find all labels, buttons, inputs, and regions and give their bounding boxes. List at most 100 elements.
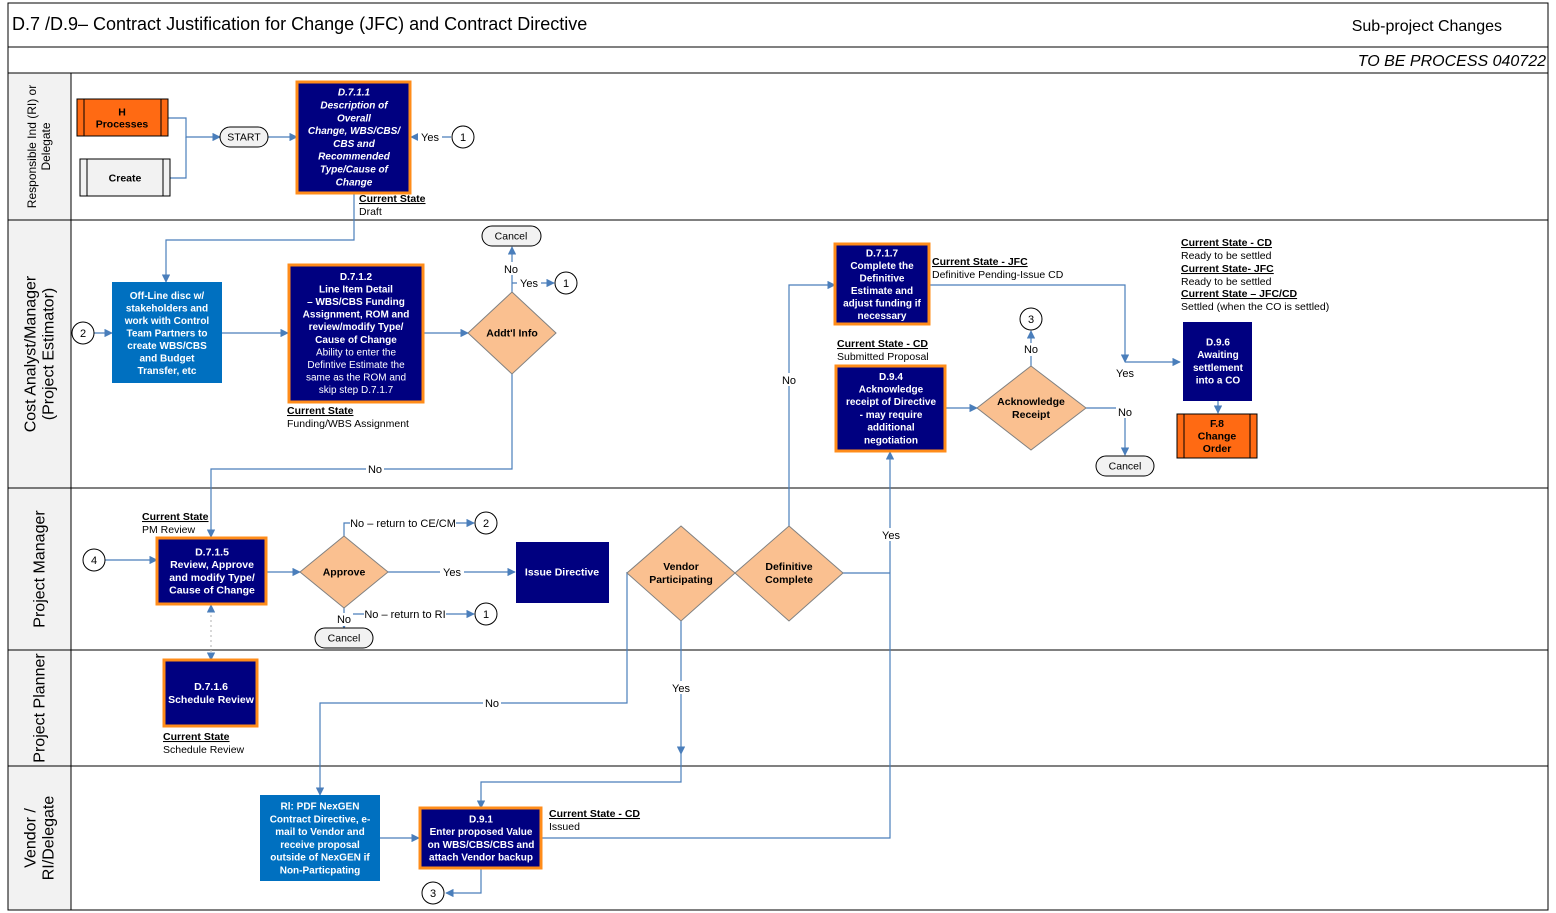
lane-ri-label: Responsible Ind (RI) orDelegate — [25, 85, 53, 208]
edge-label: Yes — [421, 132, 439, 144]
label-line: Definitive — [859, 273, 904, 284]
offline-disc-box[interactable] — [112, 282, 222, 383]
step-d94-box[interactable] — [834, 364, 947, 453]
state-value: Schedule Review — [163, 744, 245, 756]
state-value: Ready to be settled — [1181, 276, 1272, 288]
issue-directive-box[interactable] — [516, 542, 609, 603]
label-line: Transfer, etc — [138, 366, 197, 377]
create-node[interactable] — [79, 158, 171, 197]
state-value: Draft — [359, 206, 382, 218]
acknowledge-receipt-decision[interactable] — [976, 365, 1087, 451]
label-line: Cancel — [328, 633, 361, 645]
lane-label-line: RI/Delegate — [41, 796, 58, 881]
connector-circle[interactable] — [554, 271, 578, 295]
connector-number: 1 — [563, 278, 569, 290]
start-terminator[interactable] — [219, 126, 269, 148]
label-line: Defintive Estimate the — [307, 360, 405, 371]
edge-label: No — [485, 698, 499, 710]
h-processes-node[interactable] — [76, 98, 169, 137]
vendor-participating-decision[interactable] — [626, 525, 736, 622]
label-line: outside of NexGEN if — [270, 853, 370, 864]
connector-number: 1 — [460, 132, 466, 144]
rl-pdf-box[interactable] — [260, 795, 380, 881]
step-d96-box[interactable] — [1183, 322, 1252, 401]
state-annotations: Current State Draft Current State Fundin… — [142, 193, 1329, 833]
state-value: Settled (when the CO is settled) — [1181, 301, 1329, 313]
lane-label-line: Cost Analyst/Manager — [23, 275, 40, 432]
label-line: settlement — [1193, 363, 1244, 374]
state-value: PM Review — [142, 524, 196, 536]
lane-label-line: Delegate — [39, 122, 53, 170]
label-line: and Budget — [140, 354, 196, 365]
label-line: D.7.1.2 — [340, 272, 373, 283]
connector-circle[interactable] — [82, 548, 106, 572]
lane-label-line: Project Manager — [32, 510, 49, 628]
label-line: Review, Approve — [170, 559, 254, 571]
label-line: Ability to enter the — [316, 347, 396, 358]
state-title: Current State - CD — [1181, 237, 1272, 249]
label-line: Awaiting — [1197, 350, 1238, 361]
connector-circle[interactable] — [71, 321, 95, 345]
connector-circle[interactable] — [474, 511, 498, 535]
label-line: Processes — [96, 119, 149, 131]
cancel-terminator[interactable] — [1095, 455, 1155, 477]
step-d711-box[interactable] — [295, 80, 412, 195]
connector-circle[interactable] — [1019, 307, 1043, 331]
step-d712-box[interactable] — [287, 263, 425, 404]
connector-number: 2 — [483, 518, 489, 530]
step-d91-box[interactable] — [418, 806, 543, 870]
title-bar — [7, 2, 1549, 48]
label-line: Cancel — [1109, 461, 1142, 473]
state-value: Issued — [549, 821, 580, 833]
process-bar — [7, 46, 1549, 74]
edge-label: No — [1118, 407, 1132, 419]
page-subtitle: Sub-project Changes — [1352, 18, 1502, 35]
cancel-terminator[interactable] — [481, 225, 542, 247]
state-value: Funding/WBS Assignment — [287, 418, 409, 430]
label-line: create WBS/CBS — [127, 341, 207, 352]
lane-label-line: (Project Estimator) — [41, 288, 58, 420]
edge-label: Yes — [672, 683, 690, 695]
connector-circle[interactable] — [421, 881, 445, 905]
step-d715-box[interactable] — [155, 536, 268, 606]
label-line: Issue Directive — [525, 567, 599, 579]
lane-pm-label: Project Manager — [32, 510, 49, 628]
state-title: Current State – JFC/CD — [1181, 288, 1298, 300]
lane-label-line: Vendor / — [23, 808, 40, 868]
lane-cost-label: Cost Analyst/Manager(Project Estimator) — [23, 275, 58, 432]
lane-label-line: Project Planner — [32, 653, 49, 763]
step-d717-box[interactable] — [833, 242, 931, 326]
cancel-label: Cancel — [1109, 461, 1142, 473]
connector-circle[interactable] — [451, 125, 475, 149]
label-line: Schedule Review — [168, 694, 255, 706]
label-line: - may require — [860, 410, 923, 421]
state-value: Submitted Proposal — [837, 351, 929, 363]
label-line: F.8 — [1210, 418, 1224, 430]
state-title: Current State - CD — [837, 338, 928, 350]
edge-label: Yes — [520, 278, 538, 290]
label-line: same as the ROM and — [306, 373, 406, 384]
label-line: Complete — [765, 574, 813, 586]
connector-circle[interactable] — [474, 602, 498, 626]
addtl-info-decision[interactable] — [467, 291, 557, 375]
label-line: adjust funding if — [843, 298, 921, 309]
approve-label: Approve — [323, 567, 366, 579]
nodes — [71, 80, 1258, 905]
label-line: Enter proposed Value — [430, 827, 533, 838]
f8-change-order-node[interactable] — [1176, 413, 1258, 459]
step-d716-box[interactable] — [162, 658, 259, 728]
approve-decision[interactable] — [299, 535, 389, 609]
edge-label: No — [337, 614, 351, 626]
label-line: Complete the — [850, 261, 914, 272]
label-line: Cancel — [495, 231, 528, 243]
connector-number: 4 — [91, 555, 97, 567]
cancel-terminator[interactable] — [314, 627, 374, 649]
definitive-complete-decision[interactable] — [734, 525, 844, 622]
label-line: D.9.1 — [469, 814, 493, 825]
